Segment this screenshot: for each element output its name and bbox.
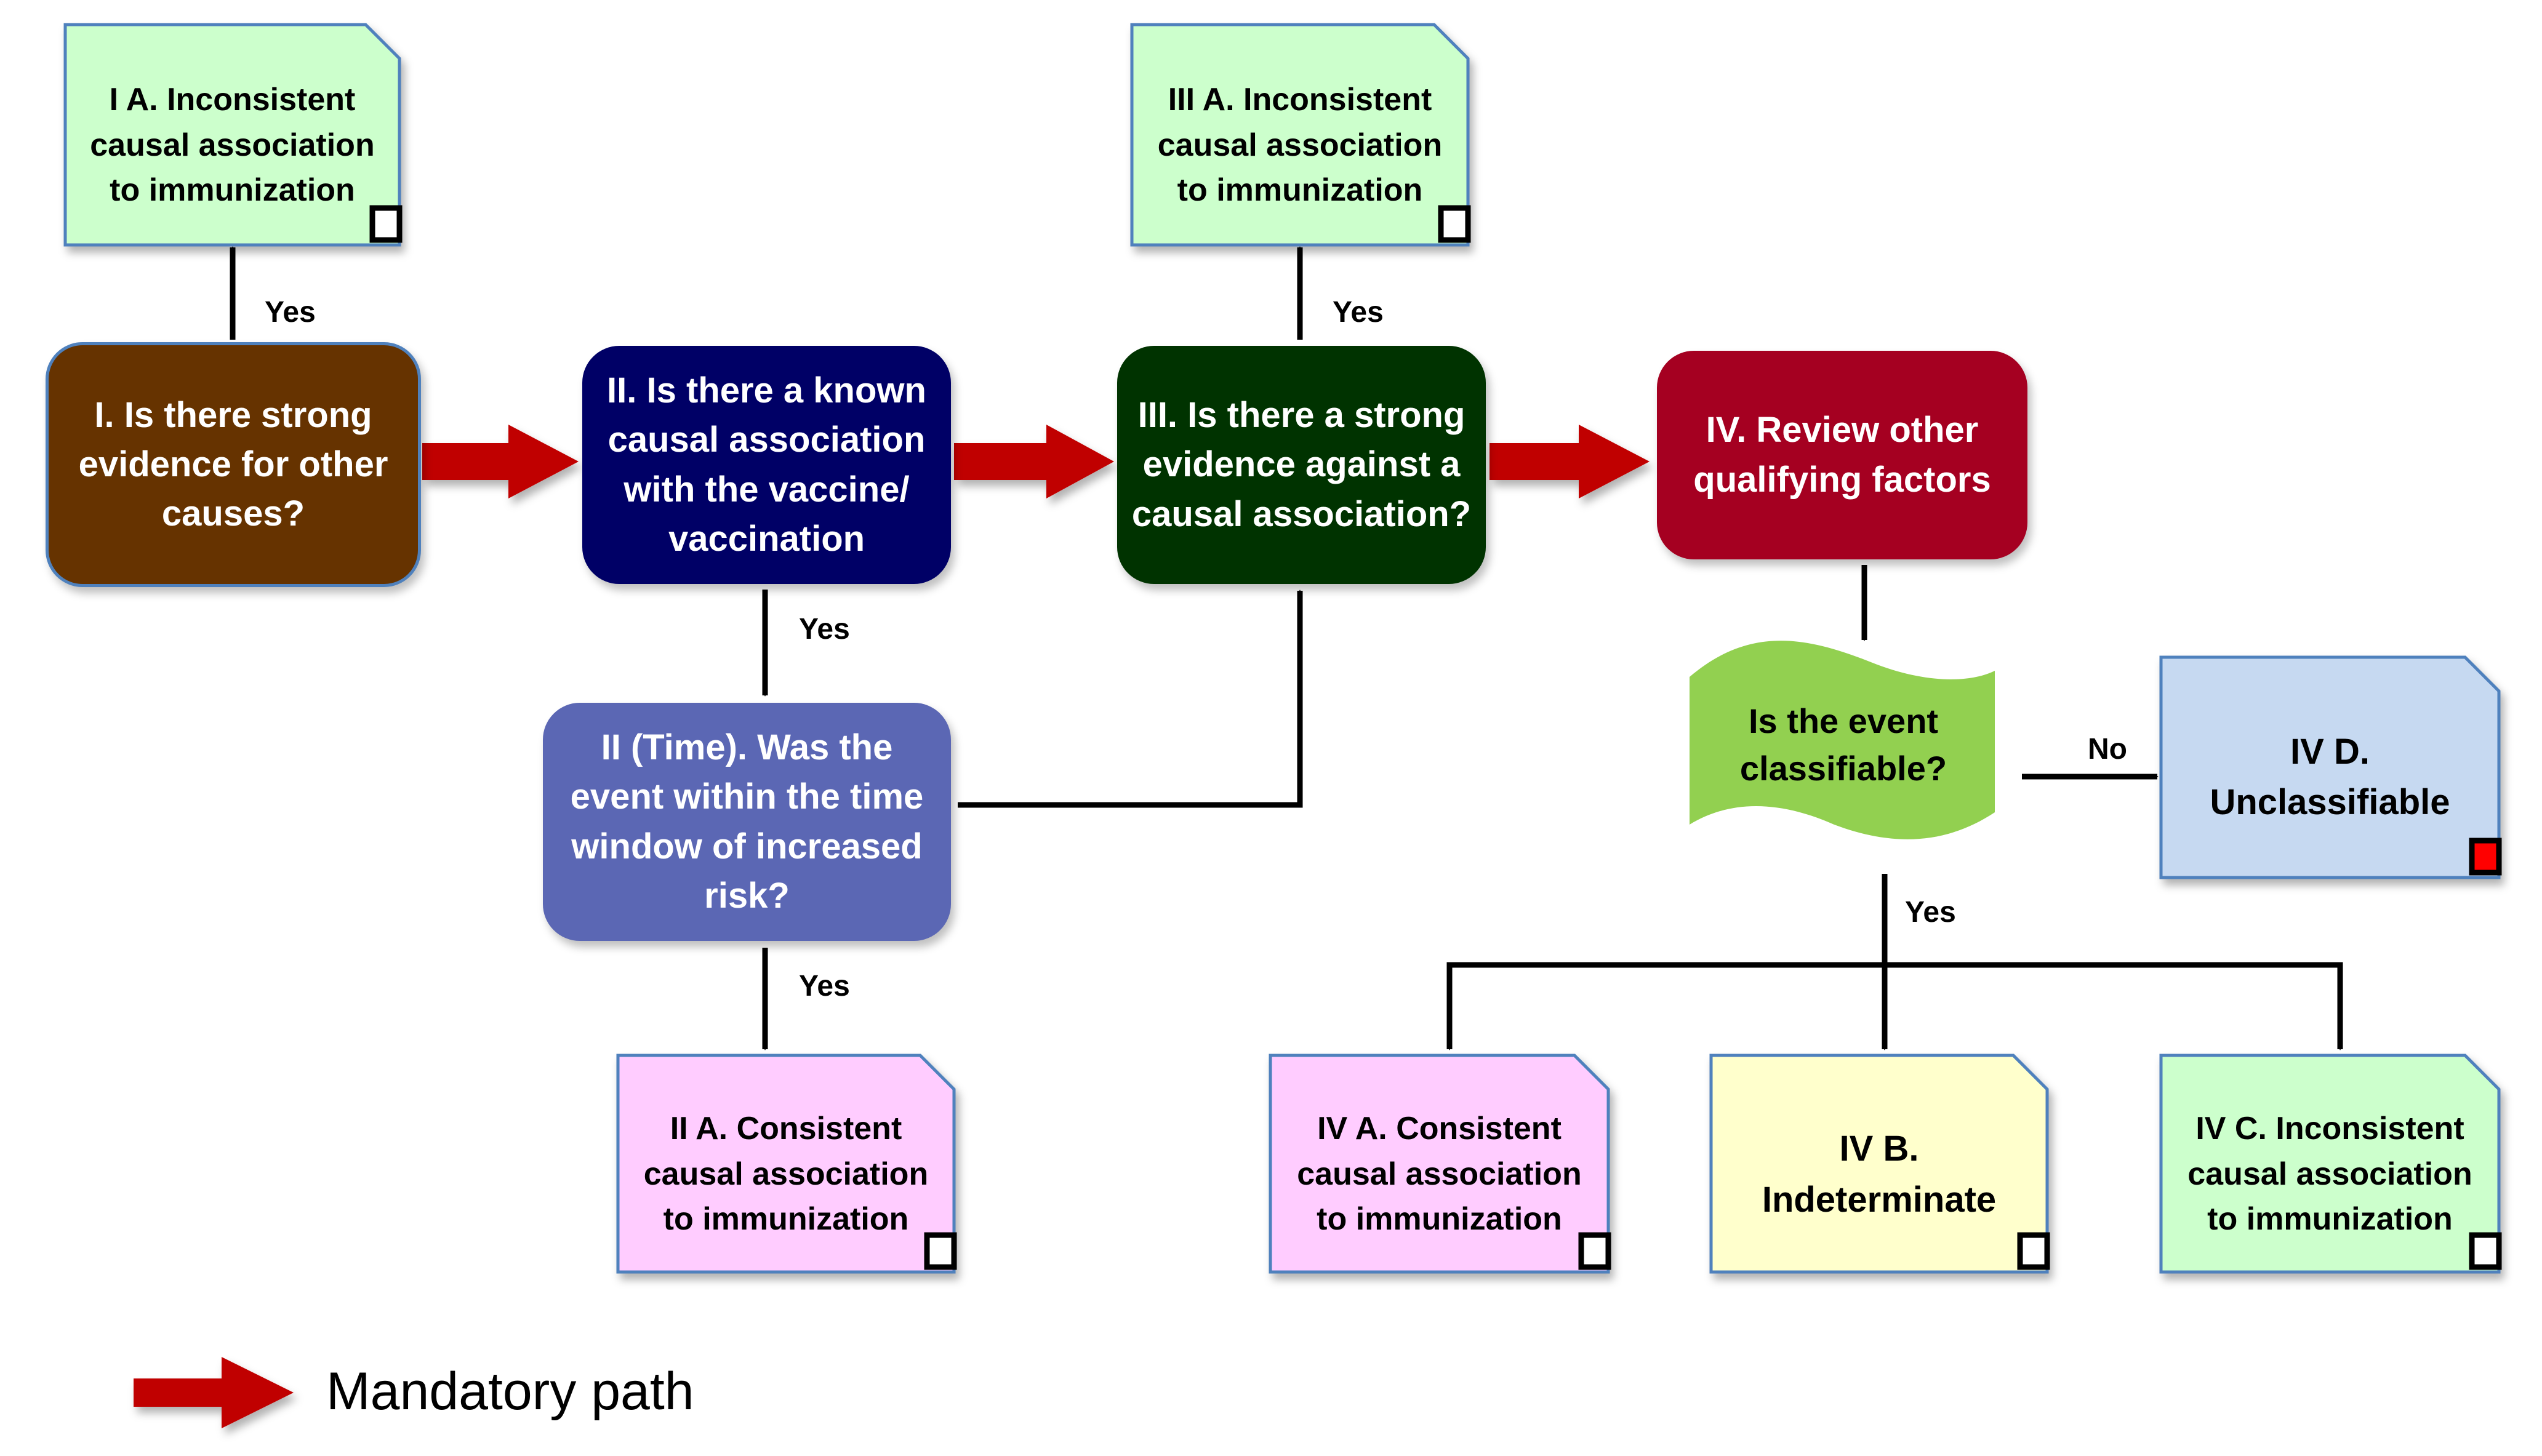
classifiable-shape bbox=[1690, 641, 1995, 839]
outcome-IVA-text: IV A. Consistent causal association to i… bbox=[1297, 1110, 1582, 1238]
outcome-IVB: IV B. Indeterminate bbox=[1711, 1077, 2047, 1272]
outcome-IVB-marker-icon bbox=[2017, 1232, 2050, 1270]
legend-arrow bbox=[134, 1357, 294, 1428]
outcome-IVD-marker-icon bbox=[2469, 838, 2502, 876]
mandatory-arrow-III-IV bbox=[1490, 425, 1650, 498]
edge-branch-IVC bbox=[1885, 962, 2343, 1049]
classifiable-text: Is the event classifiable? bbox=[1739, 701, 1947, 788]
outcome-IVA-marker-icon bbox=[1578, 1232, 1611, 1270]
outcome-IA: I A. Inconsistent causal association to … bbox=[65, 46, 399, 245]
label-yes-II-time: Yes bbox=[799, 970, 850, 1002]
outcome-IA-marker-icon bbox=[369, 205, 403, 243]
node-II-time-window: II (Time). Was the event within the time… bbox=[543, 703, 951, 941]
outcome-IIA-marker-icon bbox=[924, 1232, 957, 1270]
label-yes-I: Yes bbox=[265, 296, 316, 329]
node-III-text: III. Is there a strong evidence against … bbox=[1131, 395, 1472, 534]
outcome-IVC-marker-icon bbox=[2469, 1232, 2502, 1270]
outcome-IIIA-marker-icon bbox=[1438, 205, 1471, 243]
outcome-IA-text: I A. Inconsistent causal association to … bbox=[90, 81, 375, 209]
outcome-IIA: II A. Consistent causal association to i… bbox=[618, 1077, 954, 1272]
node-I-other-causes: I. Is there strong evidence for other ca… bbox=[46, 342, 421, 587]
label-yes-III: Yes bbox=[1333, 296, 1384, 329]
outcome-IA-shape bbox=[63, 23, 401, 247]
outcome-IVA: IV A. Consistent causal association to i… bbox=[1270, 1077, 1608, 1272]
outcome-IVB-text: IV B. Indeterminate bbox=[1762, 1129, 1997, 1220]
outcome-IIA-shape bbox=[616, 1054, 956, 1274]
mandatory-arrow-II-III bbox=[954, 425, 1114, 498]
node-IV-qualifying-factors: IV. Review other qualifying factors bbox=[1657, 351, 2027, 559]
outcome-IIIA-text: III A. Inconsistent causal association t… bbox=[1157, 81, 1443, 209]
node-I-text: I. Is there strong evidence for other ca… bbox=[78, 394, 388, 534]
mandatory-arrow-I-II bbox=[422, 425, 579, 498]
outcome-IVD-text: IV D. Unclassifiable bbox=[2210, 731, 2450, 822]
node-II-text: II. Is there a known causal association … bbox=[607, 370, 926, 559]
outcome-IVC-text: IV C. Inconsistent causal association to… bbox=[2187, 1110, 2472, 1238]
outcome-IIIA-shape bbox=[1130, 23, 1470, 247]
outcome-IVC-shape bbox=[2159, 1054, 2501, 1274]
label-no-classifiable: No bbox=[2088, 733, 2127, 766]
node-IV-text: IV. Review other qualifying factors bbox=[1693, 410, 1991, 500]
outcome-IIA-text: II A. Consistent causal association to i… bbox=[643, 1110, 929, 1238]
node-II-known-association: II. Is there a known causal association … bbox=[582, 346, 951, 584]
node-III-evidence-against: III. Is there a strong evidence against … bbox=[1117, 346, 1486, 584]
outcome-IVD: IV D. Unclassifiable bbox=[2161, 677, 2499, 878]
edge-IItime-to-III bbox=[958, 591, 1303, 808]
legend-mandatory-path: Mandatory path bbox=[326, 1362, 694, 1421]
outcome-IVB-shape bbox=[1709, 1054, 2049, 1274]
outcome-IVD-shape bbox=[2159, 655, 2501, 879]
node-II-time-text: II (Time). Was the event within the time… bbox=[570, 727, 924, 916]
label-yes-classifiable: Yes bbox=[1905, 896, 1956, 929]
edge-branch-IVA bbox=[1446, 962, 1885, 1049]
classifiable-decision: Is the event classifiable? bbox=[1699, 683, 1988, 806]
outcome-IVC: IV C. Inconsistent causal association to… bbox=[2161, 1077, 2499, 1272]
outcome-IIIA: III A. Inconsistent causal association t… bbox=[1132, 46, 1468, 245]
label-yes-II: Yes bbox=[799, 613, 850, 646]
outcome-IVA-shape bbox=[1269, 1054, 1610, 1274]
